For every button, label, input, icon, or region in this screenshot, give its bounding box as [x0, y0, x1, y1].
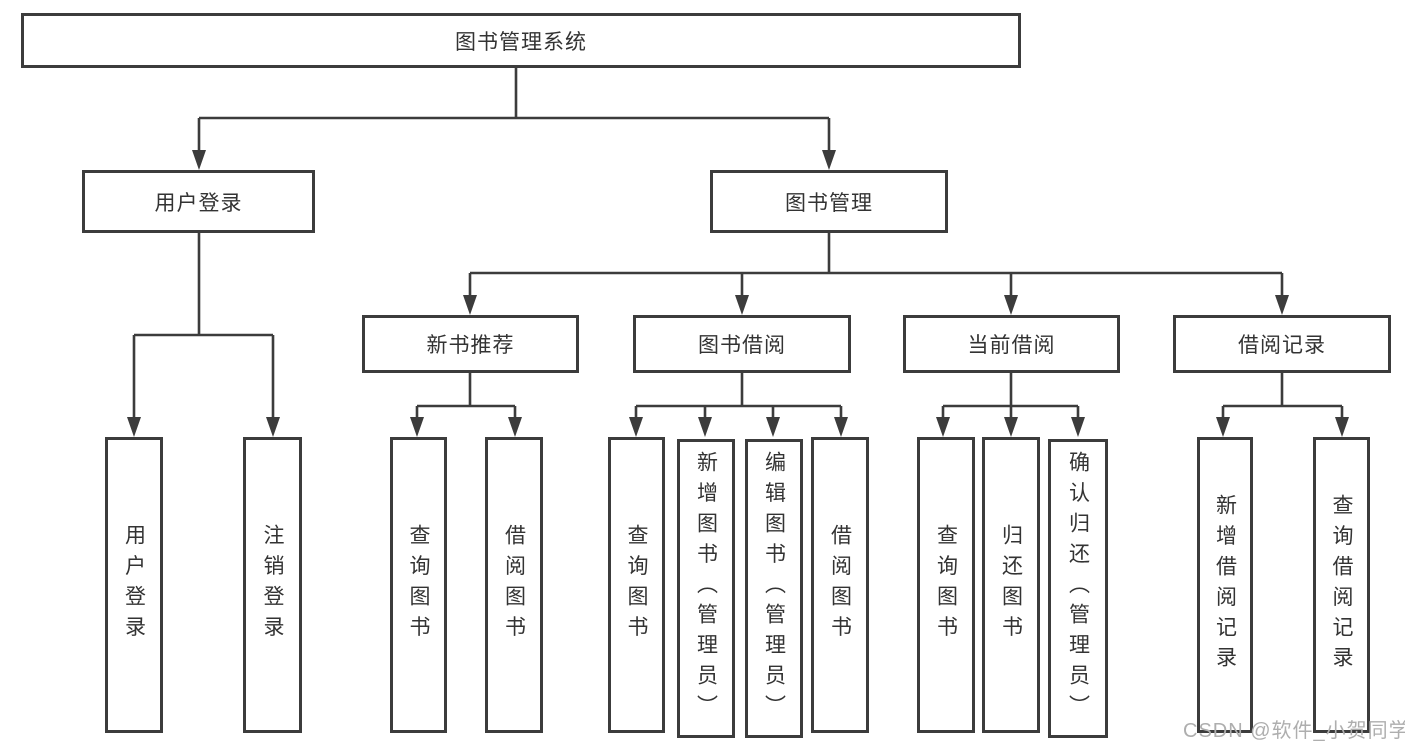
leaf-return-books-label: 归还图书	[999, 524, 1023, 646]
leaf-borrow-books-borrowing: 借阅图书	[811, 437, 869, 733]
leaf-borrow-books-recommend-label: 借阅图书	[502, 524, 526, 646]
node-book-borrowing: 图书借阅	[633, 315, 851, 373]
leaf-borrow-books-borrowing-label: 借阅图书	[828, 524, 852, 646]
leaf-logout-login-label: 注销登录	[261, 524, 284, 646]
node-current-borrowing: 当前借阅	[903, 315, 1120, 373]
leaf-confirm-return-admin-label: 确认归还（管理员）	[1066, 451, 1090, 726]
leaf-query-books-borrowing: 查询图书	[608, 437, 665, 733]
leaf-return-books: 归还图书	[982, 437, 1040, 733]
node-new-book-recommendation-label: 新书推荐	[426, 334, 515, 357]
node-library-management-system: 图书管理系统	[21, 13, 1021, 68]
node-library-management-system-label: 图书管理系统	[455, 30, 587, 54]
leaf-query-books-current-label: 查询图书	[934, 524, 958, 646]
leaf-user-login: 用户登录	[105, 437, 163, 733]
leaf-query-borrow-record: 查询借阅记录	[1313, 437, 1370, 733]
node-book-borrowing-label: 图书借阅	[698, 334, 786, 357]
leaf-edit-books-admin: 编辑图书（管理员）	[745, 439, 803, 738]
leaf-user-login-label: 用户登录	[122, 524, 146, 646]
node-user-login: 用户登录	[82, 170, 315, 233]
node-current-borrowing-label: 当前借阅	[967, 334, 1056, 357]
leaf-add-books-admin-label: 新增图书（管理员）	[694, 451, 718, 726]
node-book-management: 图书管理	[710, 170, 948, 233]
leaf-logout-login: 注销登录	[243, 437, 302, 733]
leaf-add-books-admin: 新增图书（管理员）	[677, 439, 735, 738]
node-new-book-recommendation: 新书推荐	[362, 315, 579, 373]
leaf-query-books-recommend: 查询图书	[390, 437, 447, 733]
watermark: CSDN @软件_小贺同学	[1183, 720, 1405, 742]
leaf-query-borrow-record-label: 查询借阅记录	[1330, 493, 1353, 677]
leaf-query-books-recommend-label: 查询图书	[407, 524, 430, 646]
leaf-query-books-current: 查询图书	[917, 437, 975, 733]
leaf-add-borrow-record-label: 新增借阅记录	[1213, 493, 1237, 677]
node-borrowing-records: 借阅记录	[1173, 315, 1391, 373]
node-user-login-label: 用户登录	[154, 191, 243, 215]
node-borrowing-records-label: 借阅记录	[1238, 334, 1326, 357]
leaf-confirm-return-admin: 确认归还（管理员）	[1048, 439, 1108, 738]
leaf-borrow-books-recommend: 借阅图书	[485, 437, 543, 733]
node-book-management-label: 图书管理	[785, 191, 873, 215]
leaf-edit-books-admin-label: 编辑图书（管理员）	[762, 451, 786, 726]
leaf-query-books-borrowing-label: 查询图书	[625, 524, 648, 646]
leaf-add-borrow-record: 新增借阅记录	[1197, 437, 1253, 733]
